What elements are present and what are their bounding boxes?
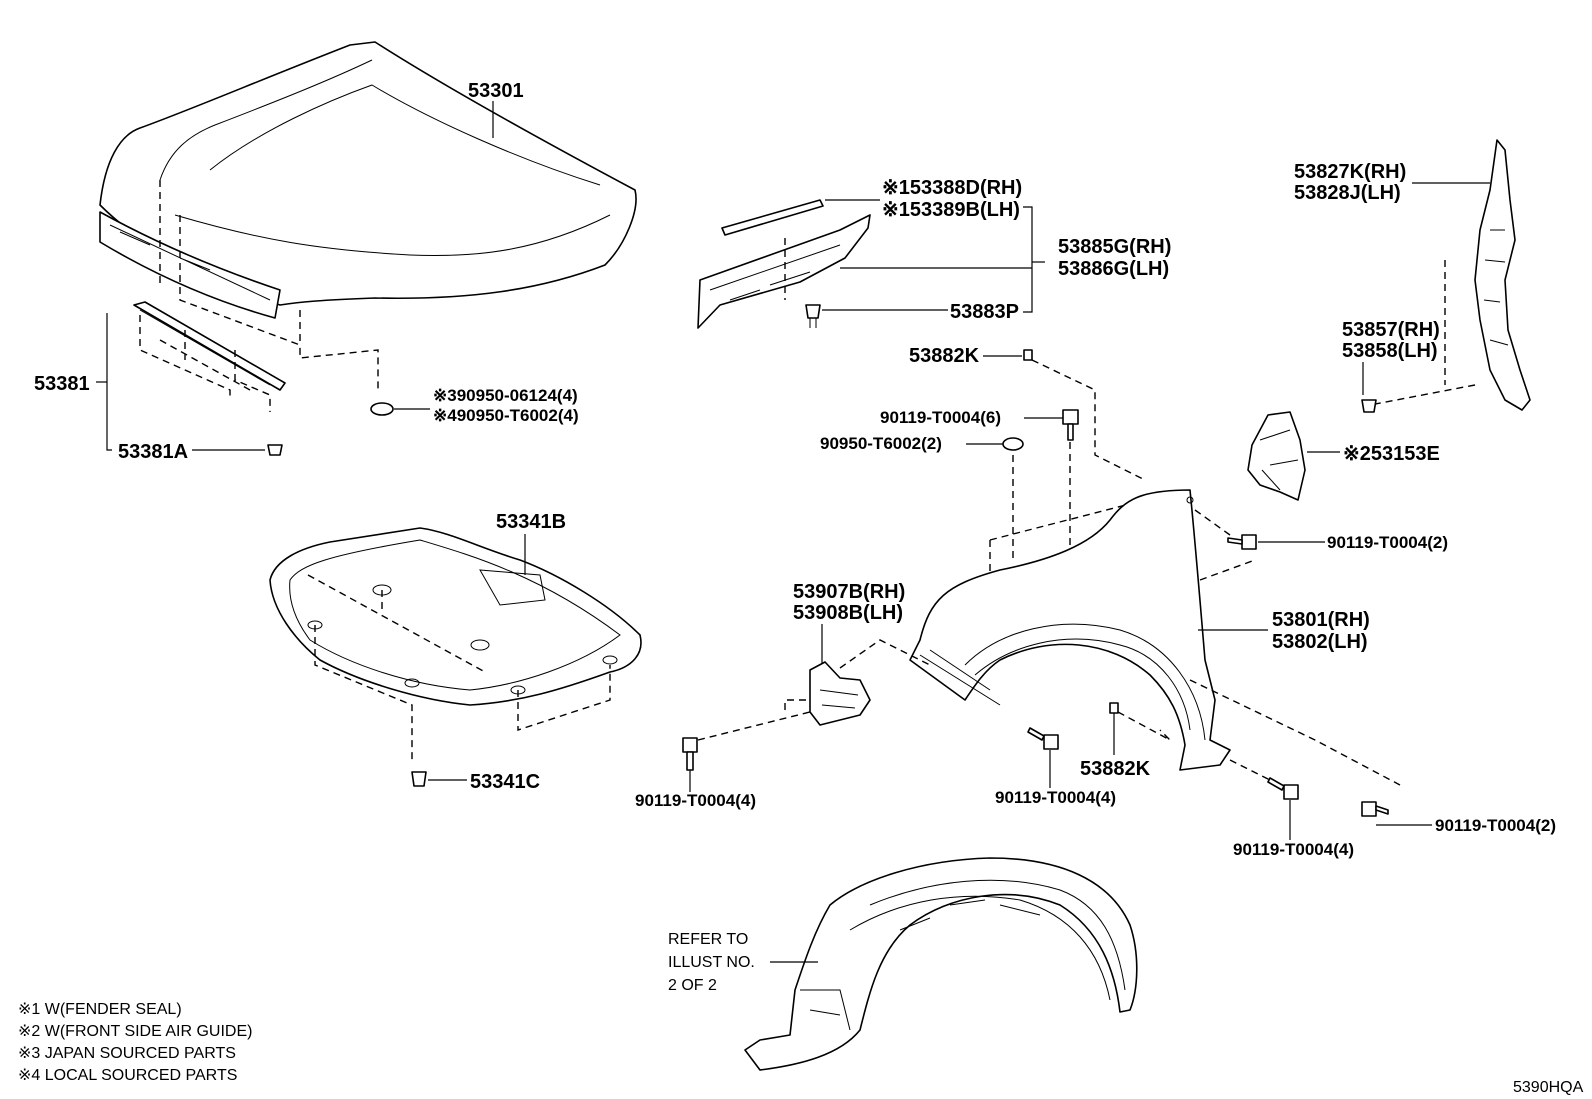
label-nut-top: 53882K bbox=[909, 345, 980, 367]
fender-bracket[interactable] bbox=[809, 661, 871, 726]
hood-part[interactable] bbox=[99, 41, 637, 319]
fender-bracket-top[interactable] bbox=[697, 214, 871, 329]
fender-rear-seal[interactable] bbox=[1474, 139, 1531, 411]
nut-icon[interactable] bbox=[1023, 349, 1033, 361]
bolt-icon[interactable] bbox=[1227, 534, 1257, 550]
label-bolt-fender-lower: 90119-T0004(4) bbox=[1233, 840, 1354, 859]
label-fender-seal-rh: 53857(RH) bbox=[1342, 319, 1440, 341]
label-insulator-clip: 53341C bbox=[470, 771, 540, 793]
label-liner-ref-3: 2 OF 2 bbox=[668, 977, 717, 994]
label-hood-cushion-l: ※490950-T6002(4) bbox=[433, 406, 579, 425]
bolt-icon[interactable] bbox=[1062, 409, 1079, 441]
cushion-icon[interactable] bbox=[370, 402, 394, 416]
bolt-icon[interactable] bbox=[1267, 777, 1299, 800]
label-cushion-top: 90950-T6002(2) bbox=[820, 434, 942, 453]
bolt-icon[interactable] bbox=[1361, 801, 1389, 817]
label-air-guide: ※253153E bbox=[1343, 443, 1440, 465]
bolt-icon[interactable] bbox=[1027, 727, 1059, 750]
fender-seal-strip[interactable] bbox=[721, 199, 824, 236]
label-fender-rh: 53801(RH) bbox=[1272, 609, 1370, 631]
note-1: ※1 W(FENDER SEAL) bbox=[18, 1001, 182, 1018]
label-fender-bracket-lh: 53908B(LH) bbox=[793, 602, 903, 624]
label-fender-bracket-rh: 53907B(RH) bbox=[793, 581, 905, 603]
label-bracket-rh: 53885G(RH) bbox=[1058, 236, 1171, 258]
clip-icon[interactable] bbox=[805, 304, 821, 328]
nut-icon[interactable] bbox=[1109, 702, 1119, 714]
label-bolt-bracket: 90119-T0004(4) bbox=[635, 791, 756, 810]
clip-icon[interactable] bbox=[411, 771, 427, 787]
label-seal-lh: ※153389B(LH) bbox=[882, 199, 1020, 221]
clip-icon[interactable] bbox=[267, 444, 283, 456]
label-seal-rh: ※153388D(RH) bbox=[882, 177, 1022, 199]
note-2: ※2 W(FRONT SIDE AIR GUIDE) bbox=[18, 1023, 252, 1040]
bolt-icon[interactable] bbox=[682, 737, 698, 771]
note-4: ※4 LOCAL SOURCED PARTS bbox=[18, 1067, 237, 1084]
label-fender-lh: 53802(LH) bbox=[1272, 631, 1368, 653]
label-liner-ref-1: REFER TO bbox=[668, 931, 748, 948]
label-nut-bottom: 53882K bbox=[1080, 758, 1151, 780]
hood-seal-bracket[interactable] bbox=[133, 301, 286, 391]
front-side-air-guide[interactable] bbox=[1247, 411, 1306, 501]
label-bolt-top: 90119-T0004(6) bbox=[880, 408, 1001, 427]
label-rear-seal-rh: 53827K(RH) bbox=[1294, 161, 1406, 183]
label-bolt-air-guide: 90119-T0004(2) bbox=[1327, 533, 1448, 552]
label-hood-seal-clip: 53381A bbox=[118, 441, 188, 463]
label-rear-seal-lh: 53828J(LH) bbox=[1294, 182, 1401, 204]
front-fender[interactable] bbox=[909, 489, 1231, 771]
label-bracket-lh: 53886G(LH) bbox=[1058, 258, 1169, 280]
label-liner-ref-2: ILLUST NO. bbox=[668, 954, 755, 971]
label-insulator: 53341B bbox=[496, 511, 566, 533]
diagram-code: 5390HQA bbox=[1513, 1079, 1584, 1096]
label-bracket-clip: 53883P bbox=[950, 301, 1019, 323]
hood-insulator[interactable] bbox=[269, 527, 642, 706]
cushion-icon[interactable] bbox=[1002, 437, 1024, 451]
clip-icon[interactable] bbox=[1361, 399, 1377, 413]
label-hood-seal-bracket: 53381 bbox=[34, 373, 90, 395]
label-bolt-fender-rear: 90119-T0004(2) bbox=[1435, 816, 1556, 835]
label-hood: 53301 bbox=[468, 80, 524, 102]
label-fender-seal-lh: 53858(LH) bbox=[1342, 340, 1438, 362]
note-3: ※3 JAPAN SOURCED PARTS bbox=[18, 1045, 236, 1062]
label-hood-cushion-j: ※390950-06124(4) bbox=[433, 386, 578, 405]
fender-liner[interactable] bbox=[744, 857, 1138, 1071]
label-bolt-fender-front: 90119-T0004(4) bbox=[995, 788, 1116, 807]
